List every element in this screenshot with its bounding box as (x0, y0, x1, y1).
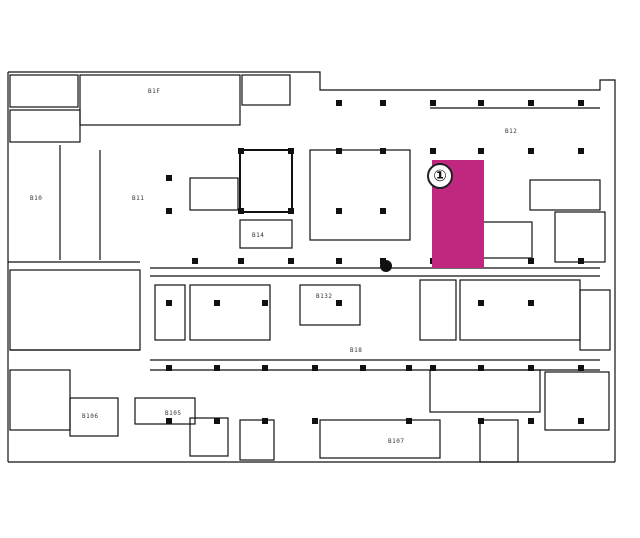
room-label: B12 (505, 128, 518, 135)
room-label: B14 (252, 232, 265, 239)
room-label: B107 (388, 438, 405, 445)
room-label: B10 (30, 195, 43, 202)
location-marker-icon[interactable]: ① (427, 163, 453, 189)
pillars (166, 100, 584, 424)
room-label: B105 (165, 410, 182, 417)
walls (7, 71, 616, 463)
room-label: B132 (316, 293, 333, 300)
room-label: B106 (82, 413, 99, 420)
room-label: B1F (148, 88, 161, 95)
room-label: B18 (350, 347, 363, 354)
room-label: B11 (132, 195, 145, 202)
